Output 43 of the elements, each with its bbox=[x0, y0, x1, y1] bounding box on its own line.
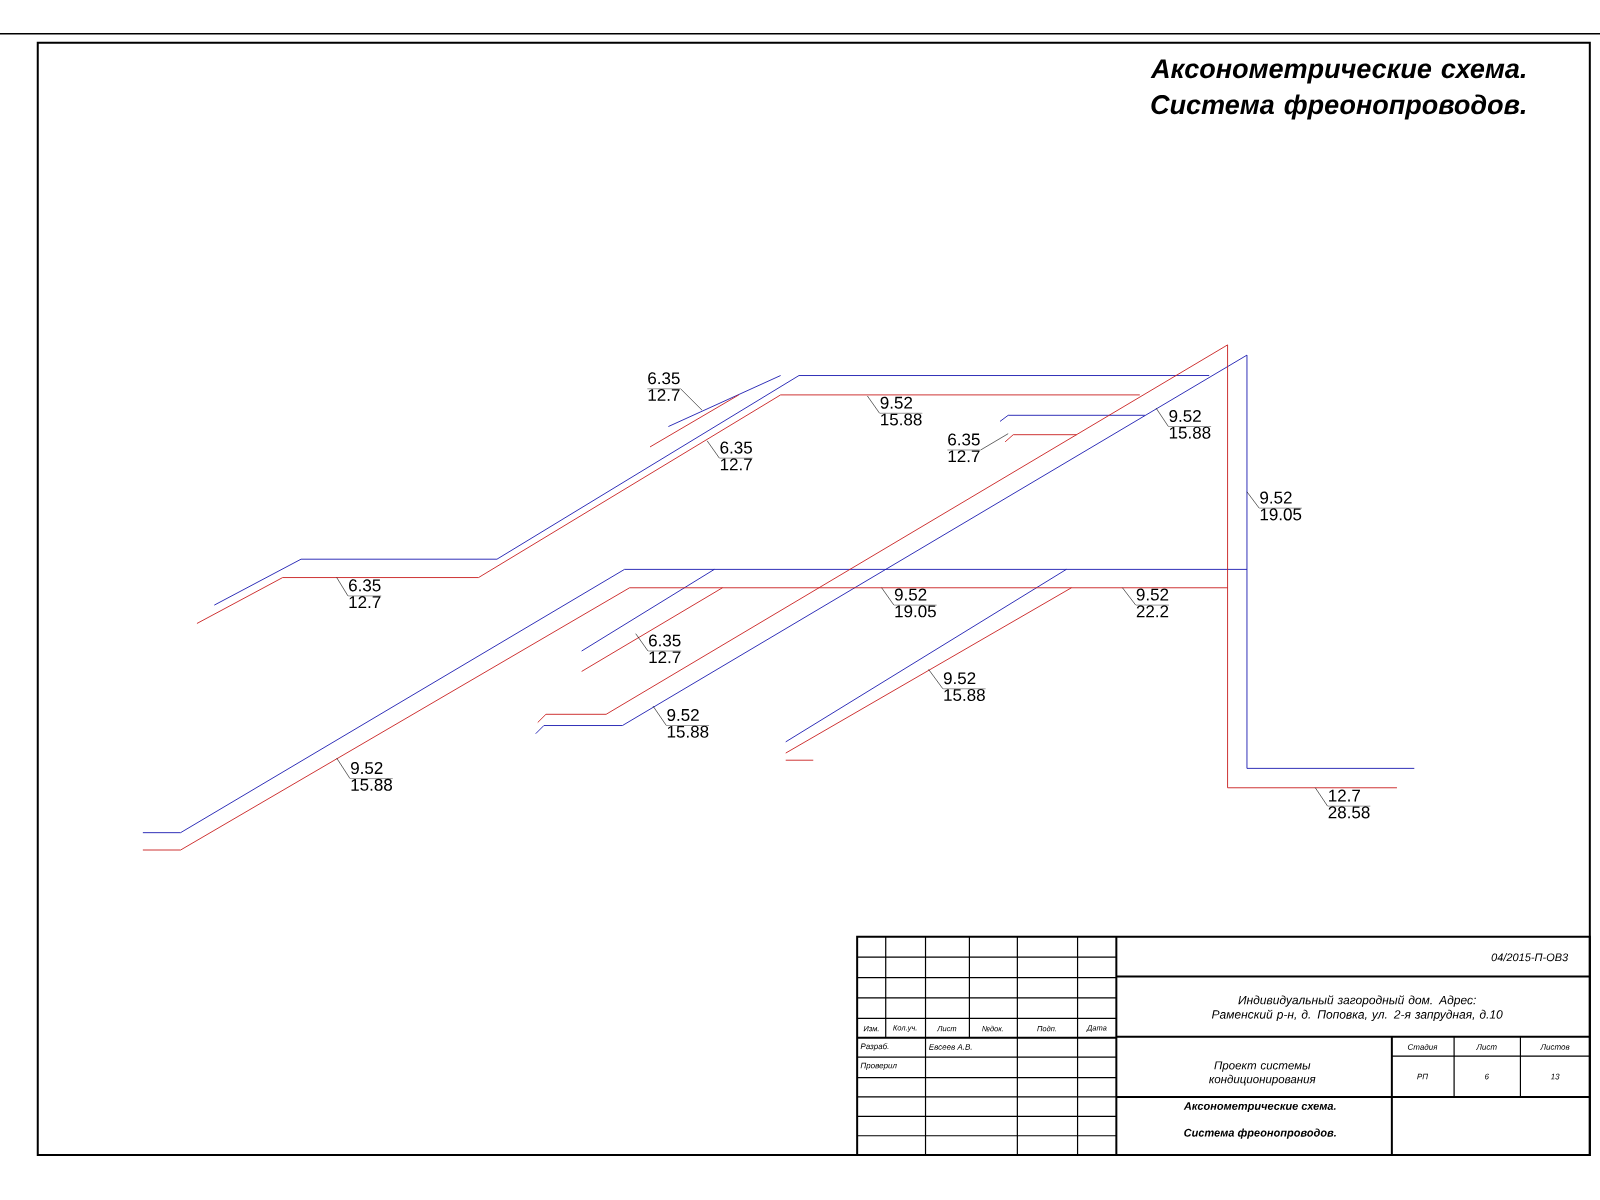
leader-line bbox=[336, 757, 351, 779]
leader-line bbox=[867, 395, 880, 414]
sheet-number: 6 bbox=[1485, 1073, 1489, 1080]
role-label: Разраб. bbox=[860, 1043, 889, 1051]
pipe-size-label: 9.52 15.88 bbox=[879, 396, 923, 426]
pipe-size-label: 9.52 15.88 bbox=[942, 672, 986, 702]
drawing-code: 04/2015-П-ОВ3 bbox=[1491, 953, 1569, 962]
project-address: Индивидуальный загородный дом. Адрес: Раменский р-н, д. Поповка, ул. 2-я запрудная, д.10 bbox=[1211, 995, 1503, 1022]
pipe-size-label: 6.35 12.7 bbox=[647, 372, 681, 401]
leader-line bbox=[928, 669, 944, 690]
pipe-size-label: 6.35 12.7 bbox=[347, 579, 382, 608]
drawing-title: Аксонометрические схема. Система фреонопроводов. bbox=[1150, 59, 1526, 120]
column-header: Стадия bbox=[1407, 1044, 1438, 1050]
leader-line bbox=[635, 633, 649, 652]
leader-line bbox=[1246, 491, 1260, 509]
leader-line bbox=[881, 587, 895, 606]
sheet-title: Система фреонопроводов. bbox=[1184, 1128, 1336, 1139]
leader-line bbox=[652, 705, 667, 726]
project-name: Проект системы кондиционирования bbox=[1209, 1061, 1316, 1086]
leader-line bbox=[1315, 787, 1328, 807]
pipe-size-label: 9.52 15.88 bbox=[666, 708, 710, 738]
pipe-size-label: 12.7 28.58 bbox=[1327, 789, 1371, 819]
pipe-size-label: 6.35 12.7 bbox=[947, 433, 981, 463]
leader-line bbox=[980, 433, 1009, 451]
author-name: Евсеев А.В. bbox=[929, 1044, 972, 1050]
leader-line bbox=[1122, 587, 1137, 606]
pipe-size-label: 9.52 22.2 bbox=[1135, 588, 1170, 618]
column-header: Листов bbox=[1540, 1044, 1570, 1050]
pipe-size-label: 9.52 15.88 bbox=[350, 762, 393, 791]
pipe-size-label: 6.35 12.7 bbox=[647, 634, 682, 664]
sheet-title: Аксонометрические схема. bbox=[1183, 1102, 1336, 1113]
sheet-count: 13 bbox=[1550, 1073, 1560, 1080]
leader-line bbox=[336, 577, 349, 597]
stage-value: РП bbox=[1417, 1073, 1429, 1080]
pipe-size-label: 9.52 15.88 bbox=[1168, 409, 1212, 439]
pipe-size-label: 9.52 19.05 bbox=[1259, 491, 1303, 521]
pipe-size-label: 6.35 12.7 bbox=[719, 441, 753, 471]
leader-line bbox=[1155, 407, 1169, 427]
leader-line bbox=[706, 440, 720, 459]
column-header: Лист bbox=[1476, 1044, 1497, 1050]
role-label: Проверил bbox=[860, 1062, 897, 1070]
leader-line bbox=[680, 388, 703, 411]
pipe-size-label: 9.52 19.05 bbox=[893, 588, 937, 618]
